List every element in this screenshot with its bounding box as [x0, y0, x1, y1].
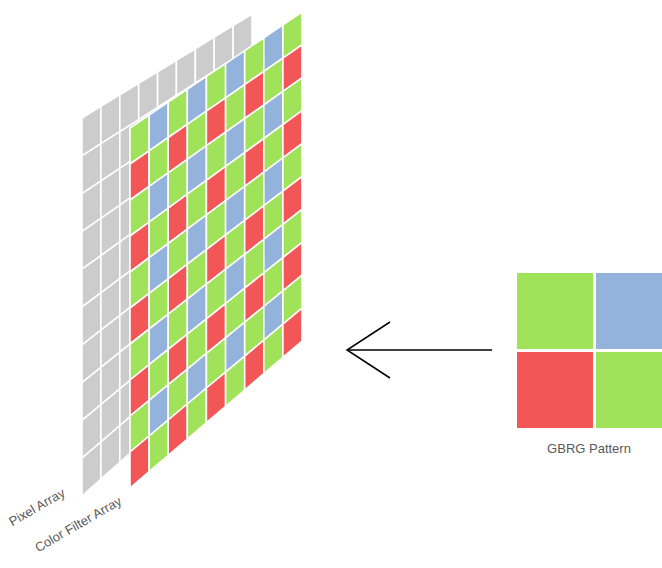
arrow-head: [347, 322, 390, 378]
filter-cell: [130, 436, 149, 488]
filter-cell: [149, 420, 168, 472]
arrow: [347, 322, 492, 378]
blue-square: [596, 273, 662, 349]
filter-cell: [245, 340, 264, 390]
arrow-shaft: [347, 349, 492, 351]
filter-cell: [226, 356, 245, 406]
pixel-array-label: Pixel Array: [6, 485, 68, 530]
green-square: [596, 352, 662, 428]
gbrg-pattern: [517, 273, 662, 428]
filter-cell: [206, 372, 225, 423]
pattern-caption: GBRG Pattern: [547, 441, 631, 457]
color-filter-array-grid: [130, 12, 302, 488]
pixel-cell: [82, 442, 101, 496]
filter-cell: [264, 324, 283, 374]
green-square: [517, 273, 593, 349]
filter-cell: [168, 404, 187, 455]
pixel-array-grid: [82, 14, 252, 496]
red-square: [517, 352, 593, 428]
filter-cell: [283, 308, 302, 357]
filter-cell: [187, 388, 206, 439]
pixel-cell: [101, 426, 120, 480]
